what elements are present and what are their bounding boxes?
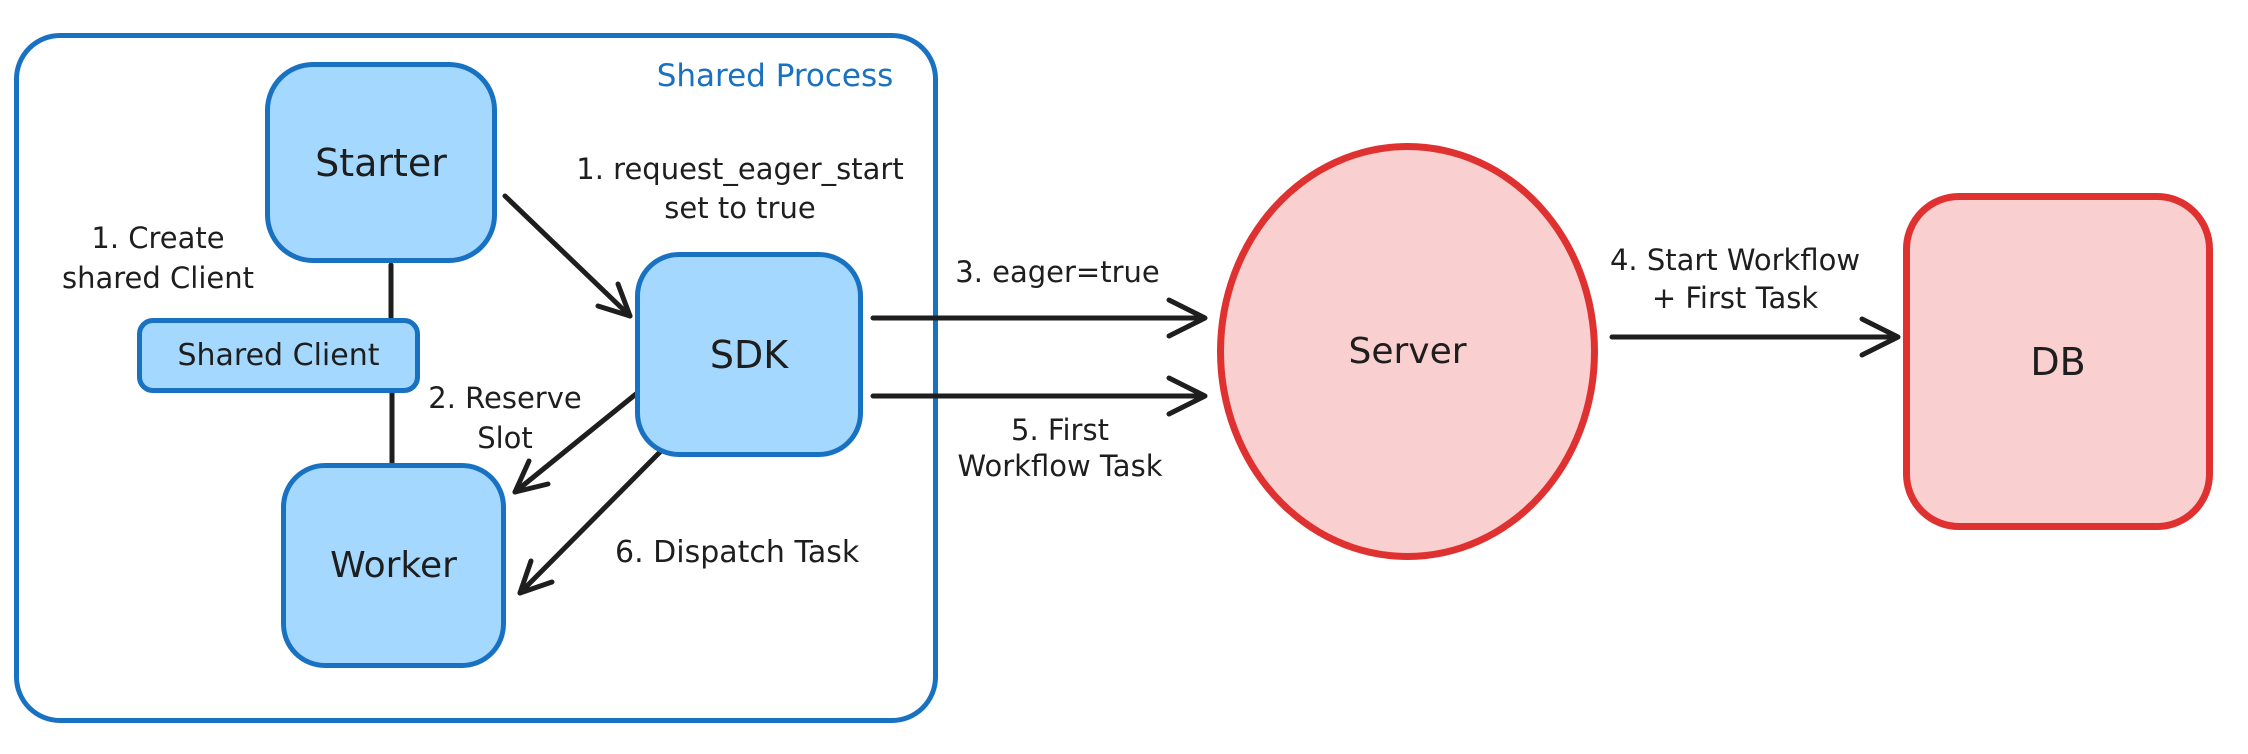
annotation-line: 4. Start Workflow (1609, 243, 1861, 277)
node-server: Server (1217, 143, 1598, 560)
annotation-line: 5. First (1011, 413, 1109, 447)
annotation-line: 1. Create (91, 221, 225, 255)
node-db-label: DB (2030, 339, 2086, 384)
annotation-dispatch-task: 6. Dispatch Task (615, 533, 925, 572)
annotation-request-eager-start: 1. request_eager_start set to true (535, 150, 945, 228)
annotation-create-shared-client: 1. Create shared Client (20, 218, 296, 298)
annotation-line: shared Client (62, 261, 254, 295)
node-worker-label: Worker (330, 545, 457, 586)
node-worker: Worker (281, 463, 506, 668)
annotation-line: Workflow Task (957, 449, 1163, 483)
annotation-eager-true: 3. eager=true (945, 253, 1170, 292)
annotation-line: Slot (477, 421, 533, 455)
node-sdk-label: SDK (709, 332, 789, 377)
annotation-line: + First Task (1651, 281, 1819, 315)
annotation-line: 1. request_eager_start (576, 152, 904, 186)
annotation-first-workflow-task: 5. First Workflow Task (940, 412, 1180, 484)
shared-process-container (14, 33, 938, 723)
node-starter: Starter (265, 62, 497, 263)
shared-process-label: Shared Process (656, 58, 894, 94)
annotation-line: 2. Reserve (428, 381, 582, 415)
annotation-line: 6. Dispatch Task (615, 535, 860, 570)
annotation-line: set to true (664, 191, 816, 225)
node-server-label: Server (1348, 331, 1467, 372)
annotation-line: 3. eager=true (955, 255, 1160, 289)
annotation-reserve-slot: 2. Reserve Slot (415, 378, 595, 458)
node-starter-label: Starter (315, 140, 447, 185)
annotation-start-workflow: 4. Start Workflow + First Task (1575, 241, 1895, 317)
node-db: DB (1903, 193, 2213, 530)
node-shared-client: Shared Client (137, 318, 420, 393)
node-sdk: SDK (635, 252, 863, 457)
node-shared-client-label: Shared Client (177, 338, 380, 373)
start-workflow-arrow (1609, 316, 1901, 358)
